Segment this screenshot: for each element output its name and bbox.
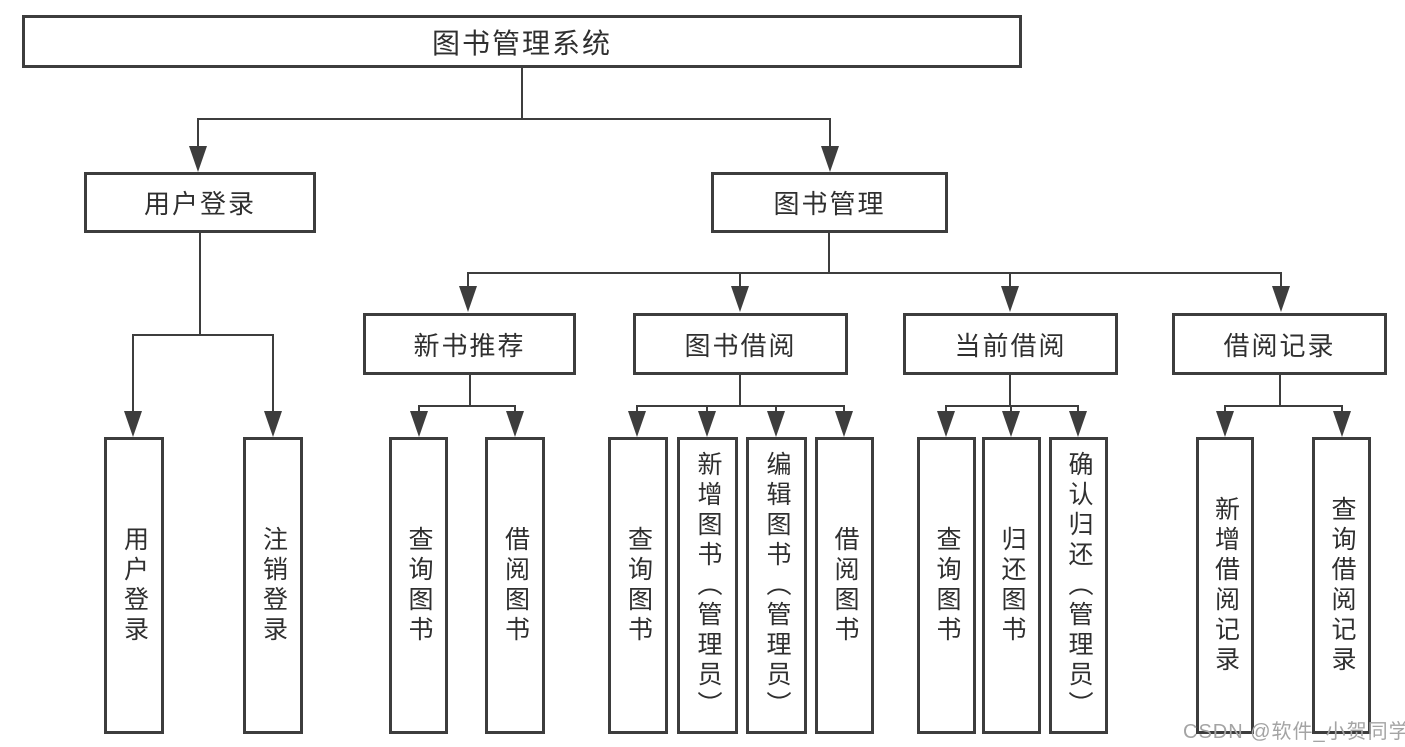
connector-line <box>945 405 1079 407</box>
leaf-borrow-books: 借阅图书 <box>485 437 545 734</box>
arrow-down-icon <box>1001 286 1019 312</box>
node-label: 新书推荐 <box>413 330 526 361</box>
arrow-down-icon <box>1333 411 1351 437</box>
arrow-down-icon <box>698 411 716 437</box>
leaf-add-borrow-record: 新增借阅记录 <box>1196 437 1254 734</box>
connector-line <box>1009 274 1011 287</box>
connector-line <box>132 336 134 412</box>
leaf-edit-book-admin: 编辑图书（管理员） <box>746 437 807 734</box>
connector-line <box>469 375 471 405</box>
arrow-down-icon <box>1002 411 1020 437</box>
arrow-down-icon <box>506 411 524 437</box>
connector-line <box>706 406 708 412</box>
node-new-book-recommend: 新书推荐 <box>363 313 576 375</box>
node-label: 借阅记录 <box>1223 330 1336 361</box>
node-label: 新增图书（管理员） <box>694 450 722 721</box>
node-label: 图书借阅 <box>684 330 797 361</box>
connector-line <box>1224 406 1226 412</box>
node-label: 图书管理 <box>773 189 886 219</box>
leaf-confirm-return-admin: 确认归还（管理员） <box>1049 437 1108 734</box>
watermark: CSDN @软件_小贺同学 <box>1183 721 1405 743</box>
leaf-query-books: 查询图书 <box>608 437 668 734</box>
connector-line <box>197 120 199 148</box>
arrow-down-icon <box>189 146 207 172</box>
arrow-down-icon <box>124 411 142 437</box>
node-label: 注销登录 <box>259 525 288 646</box>
leaf-return-books: 归还图书 <box>982 437 1041 734</box>
node-label: 归还图书 <box>998 525 1026 646</box>
connector-line <box>1077 406 1079 412</box>
leaf-add-book-admin: 新增图书（管理员） <box>677 437 738 734</box>
arrow-down-icon <box>1216 411 1234 437</box>
leaf-query-books: 查询图书 <box>389 437 448 734</box>
connector-line <box>1009 375 1011 405</box>
node-label: 图书管理系统 <box>431 27 612 59</box>
connector-line <box>197 118 831 120</box>
node-label: 查询图书 <box>933 525 961 646</box>
connector-line <box>636 406 638 412</box>
node-label: 借阅图书 <box>831 525 859 646</box>
node-label: 查询图书 <box>405 525 433 646</box>
node-label: 查询图书 <box>624 525 653 646</box>
connector-line <box>775 406 777 412</box>
node-borrowing-records: 借阅记录 <box>1172 313 1387 375</box>
connector-line <box>418 405 516 407</box>
connector-line <box>828 233 830 273</box>
arrow-down-icon <box>459 286 477 312</box>
connector-line <box>132 334 274 336</box>
connector-line <box>1224 405 1343 407</box>
node-label: 借阅图书 <box>501 525 530 646</box>
node-label: 编辑图书（管理员） <box>763 450 791 721</box>
node-label: 查询借阅记录 <box>1328 495 1356 676</box>
connector-line <box>199 233 201 335</box>
arrow-down-icon <box>264 411 282 437</box>
node-label: 用户登录 <box>143 189 256 219</box>
connector-line <box>739 375 741 405</box>
node-label: 新增借阅记录 <box>1211 495 1240 676</box>
arrow-down-icon <box>628 411 646 437</box>
connector-line <box>514 406 516 412</box>
arrow-down-icon <box>767 411 785 437</box>
node-library-system: 图书管理系统 <box>22 15 1022 68</box>
arrow-down-icon <box>410 411 428 437</box>
arrow-down-icon <box>821 146 839 172</box>
leaf-query-books: 查询图书 <box>917 437 976 734</box>
connector-line <box>636 405 845 407</box>
node-book-borrowing: 图书借阅 <box>633 313 848 375</box>
node-current-borrowing: 当前借阅 <box>903 313 1118 375</box>
arrow-down-icon <box>1272 286 1290 312</box>
connector-line <box>739 274 741 287</box>
node-user-login: 用户登录 <box>84 172 316 233</box>
connector-line <box>521 68 523 119</box>
node-label: 用户登录 <box>120 525 149 646</box>
node-book-management: 图书管理 <box>711 172 948 233</box>
arrow-down-icon <box>937 411 955 437</box>
connector-line <box>1341 406 1343 412</box>
connector-line <box>945 406 947 412</box>
connector-line <box>1279 375 1281 405</box>
connector-line <box>1010 406 1012 412</box>
connector-line <box>272 336 274 412</box>
arrow-down-icon <box>835 411 853 437</box>
connector-line <box>418 406 420 412</box>
node-label: 当前借阅 <box>954 330 1067 361</box>
connector-line <box>467 272 1282 274</box>
connector-line <box>467 274 469 287</box>
connector-line <box>1280 274 1282 287</box>
node-label: 确认归还（管理员） <box>1065 450 1093 721</box>
leaf-query-borrow-record: 查询借阅记录 <box>1312 437 1371 734</box>
arrow-down-icon <box>731 286 749 312</box>
leaf-logout: 注销登录 <box>243 437 303 734</box>
arrow-down-icon <box>1069 411 1087 437</box>
leaf-borrow-books: 借阅图书 <box>815 437 874 734</box>
leaf-user-login: 用户登录 <box>104 437 164 734</box>
connector-line <box>843 406 845 412</box>
connector-line <box>829 120 831 148</box>
